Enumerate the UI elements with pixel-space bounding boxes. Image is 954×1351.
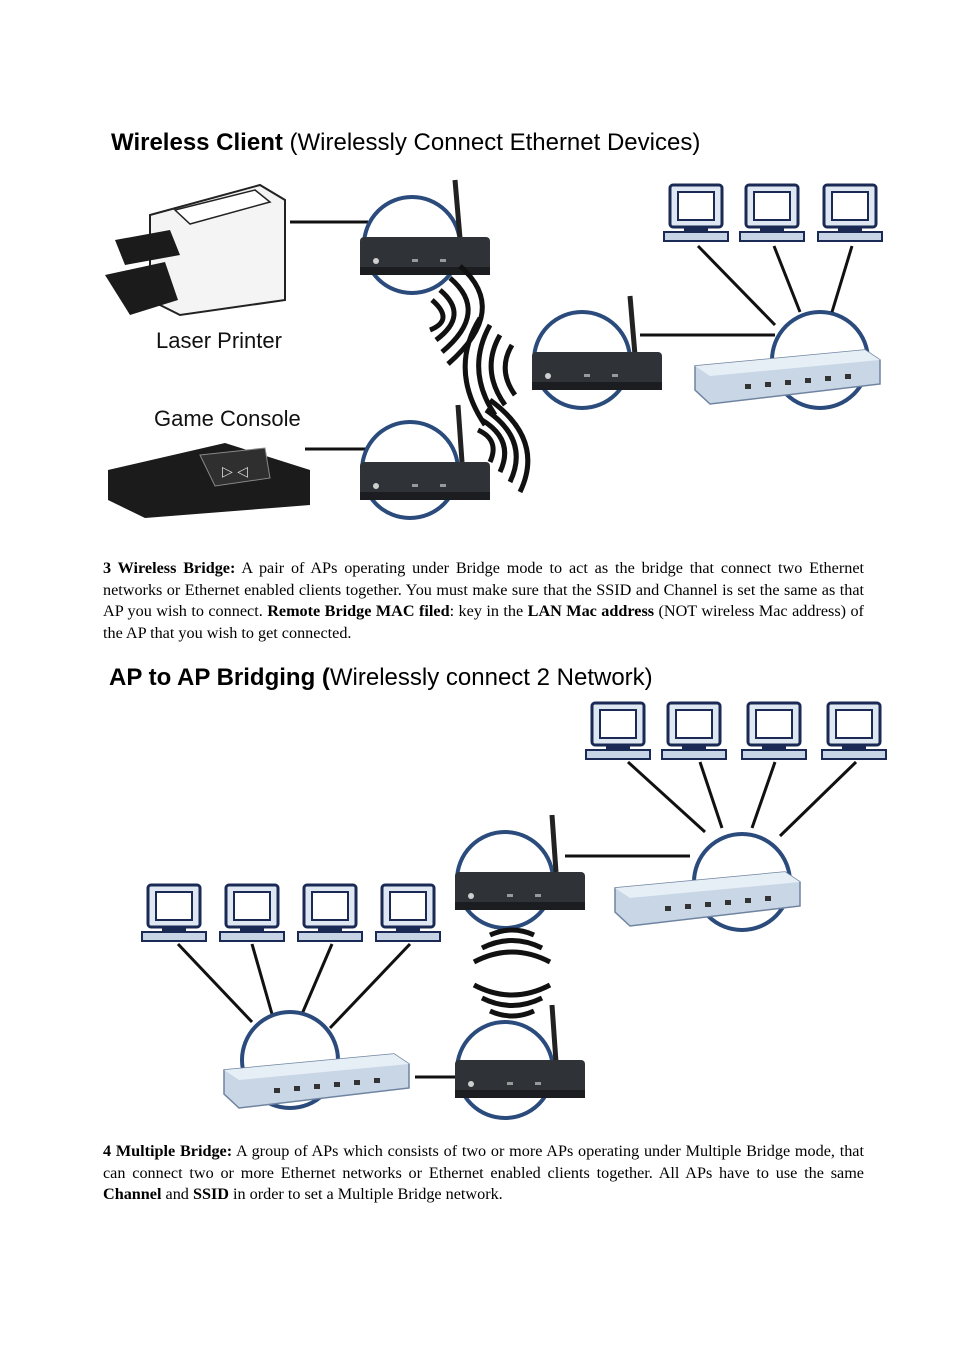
section4-text2: and — [161, 1185, 193, 1204]
section4-paragraph: 4 Multiple Bridge: A group of APs which … — [103, 1141, 864, 1206]
computer-5 — [660, 701, 728, 761]
access-point-5 — [455, 1060, 585, 1098]
computer-9 — [218, 883, 286, 943]
computer-2 — [738, 183, 806, 243]
figure2-title: AP to AP Bridging (Wirelessly connect 2 … — [109, 664, 653, 692]
laser-printer-illustration — [105, 183, 286, 317]
wireless-waves-1 — [428, 264, 531, 494]
access-point-bottom — [360, 462, 490, 500]
game-console-illustration: ▷ ◁ — [108, 443, 310, 518]
computer-6 — [740, 701, 808, 761]
section4-text1: A group of APs which consists of two or … — [103, 1142, 864, 1182]
section4-text3: in order to set a Multiple Bridge networ… — [228, 1185, 503, 1204]
access-point-4 — [455, 872, 585, 910]
svg-text:▷ ◁: ▷ ◁ — [222, 464, 248, 480]
figure1-title-bold: Wireless Client — [111, 129, 283, 156]
figure2-title-bold: AP to AP Bridging ( — [109, 664, 330, 691]
computer-4 — [584, 701, 652, 761]
section3-text3: (NOT wireless Mac address) of the AP tha… — [103, 602, 864, 643]
computer-3 — [816, 183, 884, 243]
access-point-middle — [532, 352, 662, 390]
game-console-label: Game Console — [154, 406, 301, 431]
computer-7 — [820, 701, 888, 761]
figure1-title-rest: (Wirelessly Connect Ethernet Devices) — [282, 129, 701, 156]
section3-text1: A pair of APs operating under Bridge mod… — [103, 559, 865, 621]
computer-8 — [140, 883, 208, 943]
section3-heading: 3 Wireless Bridge: — [103, 559, 236, 577]
section3-bold2: LAN Mac address — [527, 602, 655, 621]
computer-11 — [374, 883, 442, 943]
section4-heading: 4 Multiple Bridge: — [103, 1142, 233, 1160]
access-point-top — [360, 237, 490, 275]
section4-bold1: Channel — [103, 1185, 162, 1204]
laser-printer-label: Laser Printer — [156, 328, 282, 353]
wireless-waves-2 — [472, 927, 552, 1019]
section4-bold2: SSID — [192, 1185, 229, 1204]
section3-bold1: Remote Bridge MAC filed — [267, 602, 450, 621]
computer-1 — [662, 183, 730, 243]
figure2-title-rest: Wirelessly connect 2 Network) — [329, 664, 653, 691]
figure1-title: Wireless Client (Wirelessly Connect Ethe… — [111, 129, 700, 157]
section3-paragraph: 3 Wireless Bridge: A pair of APs operati… — [103, 558, 864, 645]
section3-text2: : key in the — [449, 602, 528, 621]
computer-10 — [296, 883, 364, 943]
